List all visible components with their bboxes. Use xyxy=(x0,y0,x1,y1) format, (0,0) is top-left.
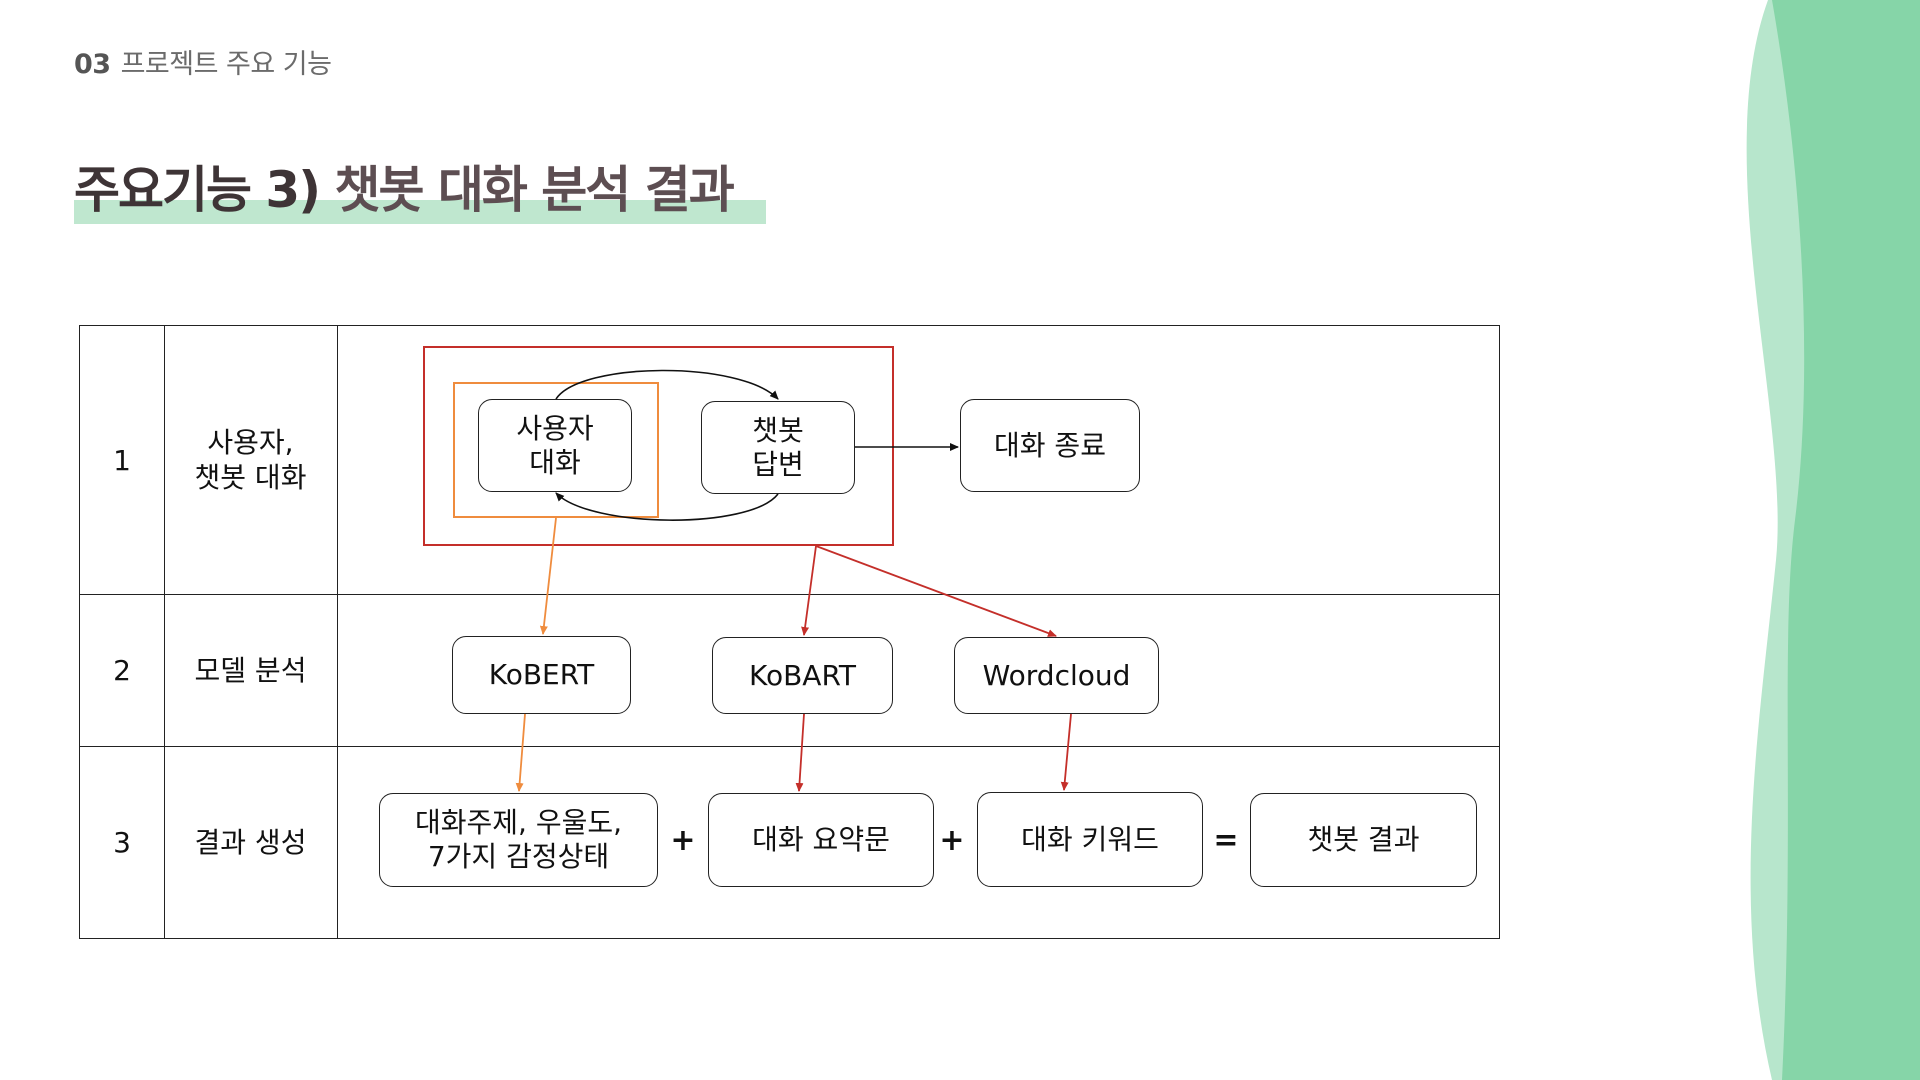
keyword-result: 대화 키워드 xyxy=(977,792,1203,887)
section-title: 프로젝트 주요 기능 xyxy=(120,49,332,80)
chatbot-result: 챗봇 결과 xyxy=(1250,793,1477,887)
stage-label: 모델 분석 xyxy=(194,653,307,687)
page-title: 주요기능 3) 챗봇 대화 분석 결과 xyxy=(74,150,766,224)
summary-result: 대화 요약문 xyxy=(708,793,934,887)
cycle-arrow-top xyxy=(555,369,779,400)
title-text: 챗봇 대화 분석 결과 xyxy=(334,161,734,219)
topic-emotion-result: 대화주제, 우울도, 7가지 감정상태 xyxy=(379,793,658,887)
row-index: 2 xyxy=(113,653,131,687)
end-dialog-node: 대화 종료 xyxy=(960,399,1140,492)
arrow-red-to-summary xyxy=(795,713,805,792)
arrow-orange-to-kobert xyxy=(539,517,557,635)
arrow-red-to-keywords xyxy=(1060,713,1072,791)
plus-operator: + xyxy=(939,823,965,858)
wordcloud-node: Wordcloud xyxy=(954,637,1159,714)
kobert-node: KoBERT xyxy=(452,636,631,714)
user-dialog-node: 사용자 대화 xyxy=(478,399,632,492)
column-divider xyxy=(337,326,338,938)
title-prefix: 주요기능 3) xyxy=(74,161,321,219)
stage-label: 결과 생성 xyxy=(194,825,307,859)
stage-label: 사용자, 챗봇 대화 xyxy=(194,426,307,494)
equals-operator: = xyxy=(1213,823,1239,858)
arrow-red-to-wordcloud xyxy=(815,545,1057,637)
arrow-red-to-kobart xyxy=(801,545,817,636)
row-divider xyxy=(80,746,1499,747)
title-highlight xyxy=(74,200,766,224)
arrow-orange-to-topic xyxy=(515,713,526,792)
column-divider xyxy=(164,326,165,938)
row-divider xyxy=(80,594,1499,595)
row-index: 1 xyxy=(113,443,131,477)
kobart-node: KoBART xyxy=(712,637,893,714)
bot-answer-node: 챗봇 답변 xyxy=(701,401,855,494)
section-label: 03 프로젝트 주요 기능 xyxy=(74,42,332,81)
flow-table: 1 2 3 사용자, 챗봇 대화 모델 분석 결과 생성 xyxy=(79,325,1500,939)
section-number: 03 xyxy=(74,49,111,80)
plus-operator: + xyxy=(670,823,696,858)
row-index: 3 xyxy=(113,825,131,859)
user-dialog-frame-orange xyxy=(453,382,659,518)
cycle-arrow-bottom xyxy=(555,492,779,521)
conversation-frame-red xyxy=(423,346,894,546)
